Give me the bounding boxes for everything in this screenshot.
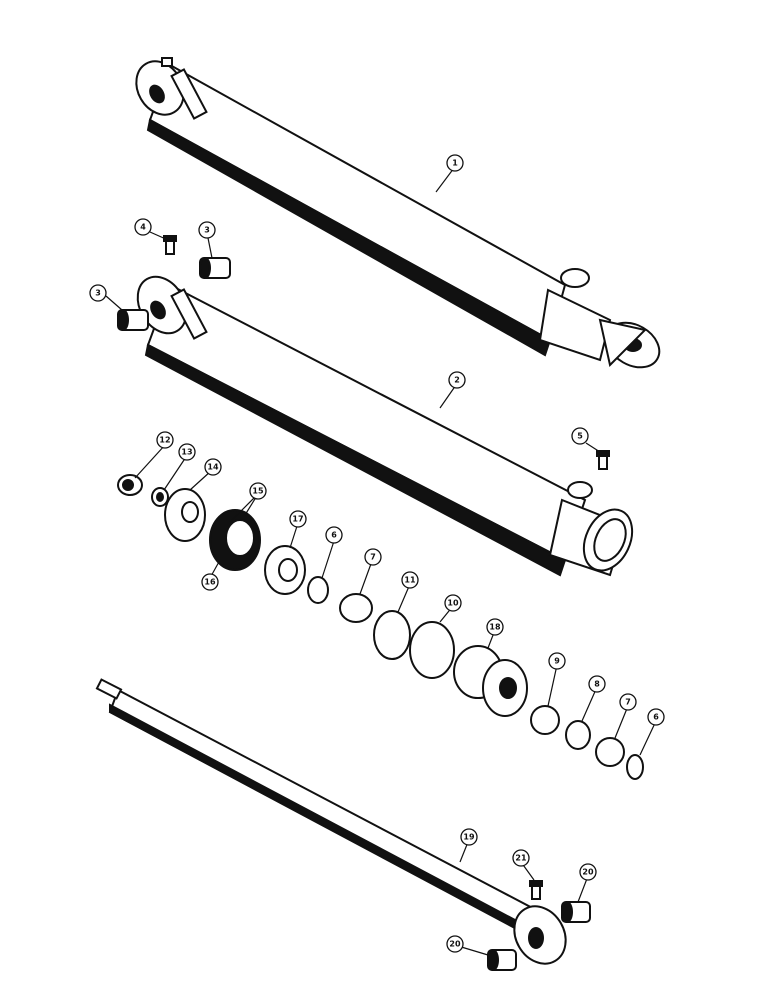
callout-21: 21 [512, 849, 530, 867]
callout-2: 2 [448, 371, 466, 389]
piston-rod [95, 678, 567, 965]
seal-10 [409, 621, 455, 679]
svg-text:5: 5 [577, 432, 583, 441]
callout-10: 10 [444, 594, 462, 612]
svg-text:9: 9 [554, 657, 560, 666]
svg-text:20: 20 [449, 940, 461, 949]
callout-3: 3 [89, 284, 107, 302]
grease-fitting-21 [529, 880, 543, 900]
svg-text:6: 6 [653, 713, 659, 722]
callout-16: 16 [201, 573, 219, 591]
svg-text:2: 2 [454, 376, 460, 385]
callout-12: 12 [156, 431, 174, 449]
callout-6: 6 [647, 708, 665, 726]
svg-text:7: 7 [625, 698, 631, 707]
bushing-pin-20b [487, 949, 517, 971]
callout-5: 5 [571, 427, 589, 445]
svg-text:8: 8 [594, 680, 600, 689]
svg-text:6: 6 [331, 531, 337, 540]
callout-20: 20 [579, 863, 597, 881]
bushing-pin-3b [117, 309, 149, 331]
svg-text:3: 3 [95, 289, 101, 298]
callout-7: 7 [619, 693, 637, 711]
svg-text:16: 16 [204, 578, 216, 587]
svg-text:4: 4 [140, 223, 146, 232]
svg-text:18: 18 [489, 623, 501, 632]
svg-text:13: 13 [181, 448, 192, 457]
svg-text:21: 21 [515, 854, 527, 863]
washer-13 [151, 487, 169, 507]
bushing-7a [339, 593, 373, 623]
ring-17 [264, 545, 306, 595]
callout-11: 11 [401, 571, 419, 589]
bushing-pin-3a [199, 257, 231, 279]
callout-17: 17 [289, 510, 307, 528]
svg-text:11: 11 [404, 576, 416, 585]
svg-text:19: 19 [463, 833, 475, 842]
svg-text:20: 20 [582, 868, 594, 877]
callout-3: 3 [198, 221, 216, 239]
svg-text:1: 1 [452, 159, 458, 168]
oring-11 [373, 610, 411, 660]
leader-lines [105, 167, 657, 956]
svg-text:14: 14 [207, 463, 219, 472]
bushing-9 [530, 705, 560, 735]
nut-12 [117, 474, 143, 496]
callout-9: 9 [548, 652, 566, 670]
bushing-pin-20a [561, 901, 591, 923]
bushing-7b [595, 737, 625, 767]
callout-13: 13 [178, 443, 196, 461]
piston-rings-15-16 [209, 509, 261, 571]
oring-6b [626, 754, 644, 780]
callout-1: 1 [446, 154, 464, 172]
callout-7: 7 [364, 548, 382, 566]
callout-20: 20 [446, 935, 464, 953]
oring-6a [307, 576, 329, 604]
svg-text:3: 3 [204, 226, 210, 235]
grease-fitting-5 [596, 450, 610, 470]
svg-text:10: 10 [447, 599, 459, 608]
callout-8: 8 [588, 675, 606, 693]
callout-15: 15 [249, 482, 267, 500]
callout-18: 18 [486, 618, 504, 636]
piston-14 [164, 488, 206, 542]
svg-text:15: 15 [252, 487, 264, 496]
callout-4: 4 [134, 218, 152, 236]
callout-14: 14 [204, 458, 222, 476]
svg-text:17: 17 [292, 515, 303, 524]
gland-18 [453, 645, 528, 717]
cylinder-tube [136, 275, 634, 577]
callout-6: 6 [325, 526, 343, 544]
svg-text:12: 12 [159, 436, 170, 445]
wiper-8 [565, 720, 591, 750]
callout-19: 19 [460, 828, 478, 846]
cylinder-assembly [135, 57, 661, 369]
svg-text:7: 7 [370, 553, 376, 562]
